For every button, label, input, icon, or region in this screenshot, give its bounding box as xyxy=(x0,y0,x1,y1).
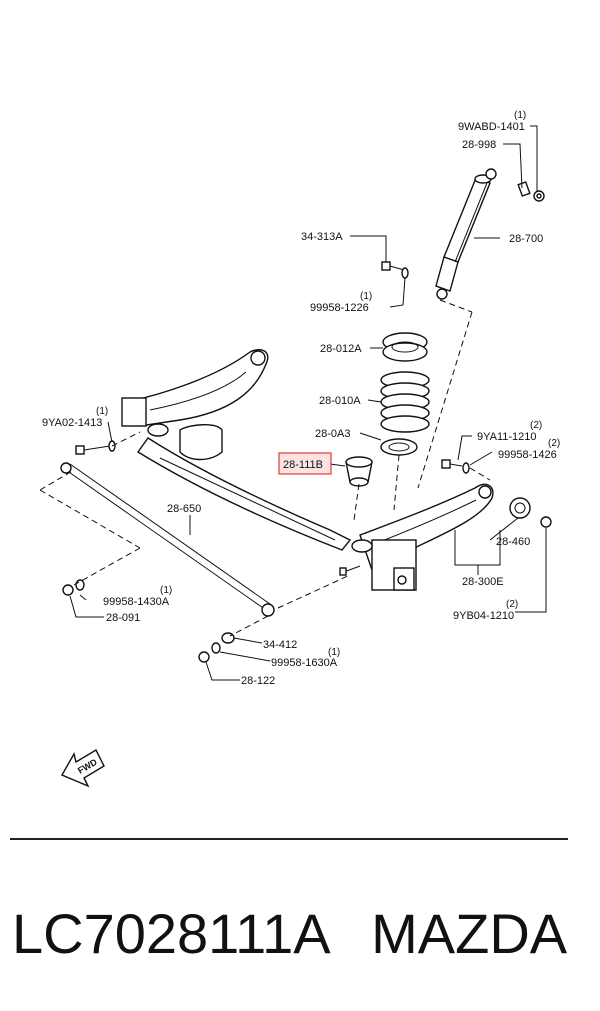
label-99958-1226: 99958-1226 xyxy=(310,302,369,314)
shock-top-hardware xyxy=(517,181,545,202)
label-99958-1430a: 99958-1430A xyxy=(103,596,170,608)
label-28-998: 28-998 xyxy=(462,139,496,151)
qty-9ya02-1413: (1) xyxy=(96,406,108,417)
part-number: LC7028111A xyxy=(12,902,328,965)
label-9yb04-1210: 9YB04-1210 xyxy=(453,610,514,622)
lateral-rod xyxy=(60,462,275,617)
shock-absorber xyxy=(435,168,497,300)
qty-9yb04-1210: (2) xyxy=(506,599,518,610)
label-28-650: 28-650 xyxy=(167,503,201,515)
label-28-700: 28-700 xyxy=(509,233,543,245)
qty-99958-1630a: (1) xyxy=(328,647,340,658)
label-99958-1630a: 99958-1630A xyxy=(271,657,338,669)
label-34-412: 34-412 xyxy=(263,639,297,651)
label-28-0a3: 28-0A3 xyxy=(315,428,350,440)
label-28-460: 28-460 xyxy=(496,536,530,548)
qty-99958-1430a: (1) xyxy=(160,585,172,596)
caption: LC7028111A MAZDA xyxy=(12,896,592,972)
label-99958-1426: 99958-1426 xyxy=(498,449,557,461)
label-28-300e: 28-300E xyxy=(462,576,504,588)
part-labels: (1) 9WABD-1401 28-998 34-313A 28-700 (1)… xyxy=(42,110,560,687)
left-trailing-arm xyxy=(121,348,269,427)
shock-bottom-bolt xyxy=(381,261,409,279)
assembly-guide-lines xyxy=(39,299,491,637)
qty-9ya11-1210: (2) xyxy=(530,420,542,431)
spring-upper-seat xyxy=(382,332,428,362)
rear-axle-beam xyxy=(136,423,352,551)
label-28-111b: 28-111B xyxy=(283,459,323,471)
label-28-012a: 28-012A xyxy=(320,343,362,355)
suspension-exploded-diagram: (1) 9WABD-1401 28-998 34-313A 28-700 (1)… xyxy=(39,110,560,788)
label-28-010a: 28-010A xyxy=(319,395,361,407)
brand-name: MAZDA xyxy=(371,902,568,965)
label-28-091: 28-091 xyxy=(106,612,140,624)
axle-bolt xyxy=(339,565,361,576)
label-9ya11-1210: 9YA11-1210 xyxy=(477,431,537,443)
bump-stopper xyxy=(345,456,373,487)
right-trailing-arm xyxy=(351,483,494,591)
coil-spring xyxy=(380,371,430,433)
label-9wabd-1401: 9WABD-1401 xyxy=(458,121,525,133)
qty-99958-1226: (1) xyxy=(360,291,372,302)
qty-99958-1426: (2) xyxy=(548,438,560,449)
forward-arrow-icon: FWD xyxy=(61,749,105,788)
leader-lines xyxy=(69,125,547,681)
arm-bolt xyxy=(441,459,470,474)
lateral-rod-hardware xyxy=(62,440,235,663)
trailing-arm-bushing xyxy=(509,497,552,528)
spring-lower-seat xyxy=(380,438,418,456)
label-9ya02-1413: 9YA02-1413 xyxy=(42,417,102,429)
qty-9wabd-1401: (1) xyxy=(514,110,526,121)
label-28-122: 28-122 xyxy=(241,675,275,687)
divider xyxy=(10,838,568,840)
highlight-box xyxy=(278,452,332,475)
label-34-313a: 34-313A xyxy=(301,231,343,243)
